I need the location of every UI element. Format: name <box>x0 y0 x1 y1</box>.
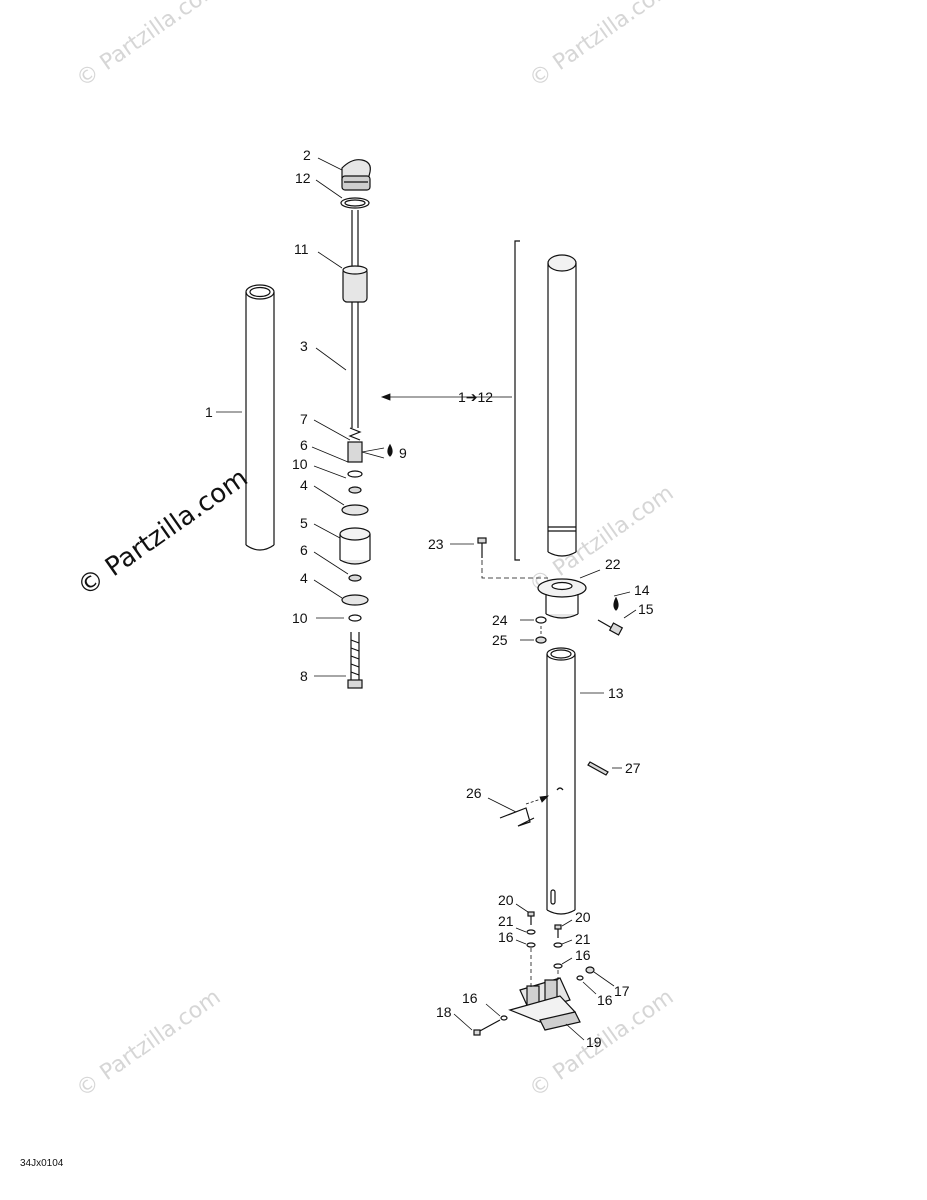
part-16-washer-bolt <box>500 1015 508 1021</box>
callout-8: 8 <box>300 668 308 684</box>
part-2-cap <box>341 159 371 191</box>
part-12-o-ring <box>340 197 370 209</box>
callout-21-right: 21 <box>575 931 591 947</box>
part-3-shaft <box>351 210 359 428</box>
part-5-block <box>339 527 371 565</box>
part-6-nut-top <box>347 441 363 463</box>
part-19-base-bracket <box>508 977 581 1031</box>
callout-9: 9 <box>399 445 407 461</box>
part-21-washer-right <box>553 942 563 948</box>
callout-16-right: 16 <box>575 947 591 963</box>
callout-13: 13 <box>608 685 624 701</box>
callout-24: 24 <box>492 612 508 628</box>
part-18-long-bolt <box>473 1019 501 1036</box>
part-15-bolt <box>597 619 624 636</box>
callout-19: 19 <box>586 1034 602 1050</box>
callout-20-right: 20 <box>575 909 591 925</box>
callout-1: 1 <box>205 404 213 420</box>
part-6-nut-small <box>348 486 362 494</box>
callout-16-left: 16 <box>498 929 514 945</box>
callout-16-bolt: 16 <box>462 990 478 1006</box>
callout-4-bottom: 4 <box>300 570 308 586</box>
bracket-1-12 <box>514 240 520 561</box>
callout-6-bottom: 6 <box>300 542 308 558</box>
callout-11: 11 <box>294 241 309 257</box>
callout-26: 26 <box>466 785 482 801</box>
part-1-tube <box>245 284 275 551</box>
callout-12: 12 <box>295 170 311 186</box>
callout-10-bottom: 10 <box>292 610 308 626</box>
callout-16-side: 16 <box>597 992 613 1008</box>
grease-icon-9 <box>387 443 393 457</box>
part-17-nut <box>585 966 595 974</box>
part-7-spring-end <box>348 427 362 441</box>
callout-6-top: 6 <box>300 437 308 453</box>
part-25-nut <box>535 636 547 644</box>
callout-15: 15 <box>638 601 654 617</box>
part-26-clip <box>499 807 535 827</box>
callout-23: 23 <box>428 536 444 552</box>
grease-icon-14 <box>613 596 619 611</box>
callout-4-top: 4 <box>300 477 308 493</box>
part-13-tube <box>546 647 576 915</box>
assembled-shock <box>547 254 577 557</box>
callout-2: 2 <box>303 147 311 163</box>
callout-10-top: 10 <box>292 456 308 472</box>
callout-22: 22 <box>605 556 621 572</box>
part-22-flange <box>537 578 587 619</box>
part-11-bumper <box>342 265 368 303</box>
part-10-washer-top <box>347 470 363 478</box>
part-23-screw <box>477 537 487 558</box>
callout-5: 5 <box>300 515 308 531</box>
callout-25: 25 <box>492 632 508 648</box>
part-6-nut-bottom <box>348 574 362 582</box>
callout-18: 18 <box>436 1004 452 1020</box>
part-20-bolt-right <box>554 924 562 938</box>
part-8-bolt <box>347 632 363 689</box>
part-16-washer-left <box>526 942 536 948</box>
part-21-washer-left <box>526 929 536 935</box>
part-16-washer-side <box>576 975 584 981</box>
callout-3: 3 <box>300 338 308 354</box>
part-10-washer-bottom <box>348 614 362 622</box>
part-24-washer <box>535 616 547 624</box>
part-20-bolt-left <box>527 911 535 925</box>
callout-1-to-12: 1➔12 <box>458 389 493 405</box>
part-4-plate-bottom <box>341 594 369 606</box>
part-27-pin <box>587 761 609 776</box>
callout-17: 17 <box>614 983 630 999</box>
callout-27: 27 <box>625 760 641 776</box>
part-4-plate-top <box>341 504 369 516</box>
callout-20-left: 20 <box>498 892 514 908</box>
figure-code: 34Jx0104 <box>20 1158 64 1169</box>
callout-21-left: 21 <box>498 913 514 929</box>
part-16-washer-right <box>553 963 563 969</box>
callout-14: 14 <box>634 582 650 598</box>
callout-7: 7 <box>300 411 308 427</box>
